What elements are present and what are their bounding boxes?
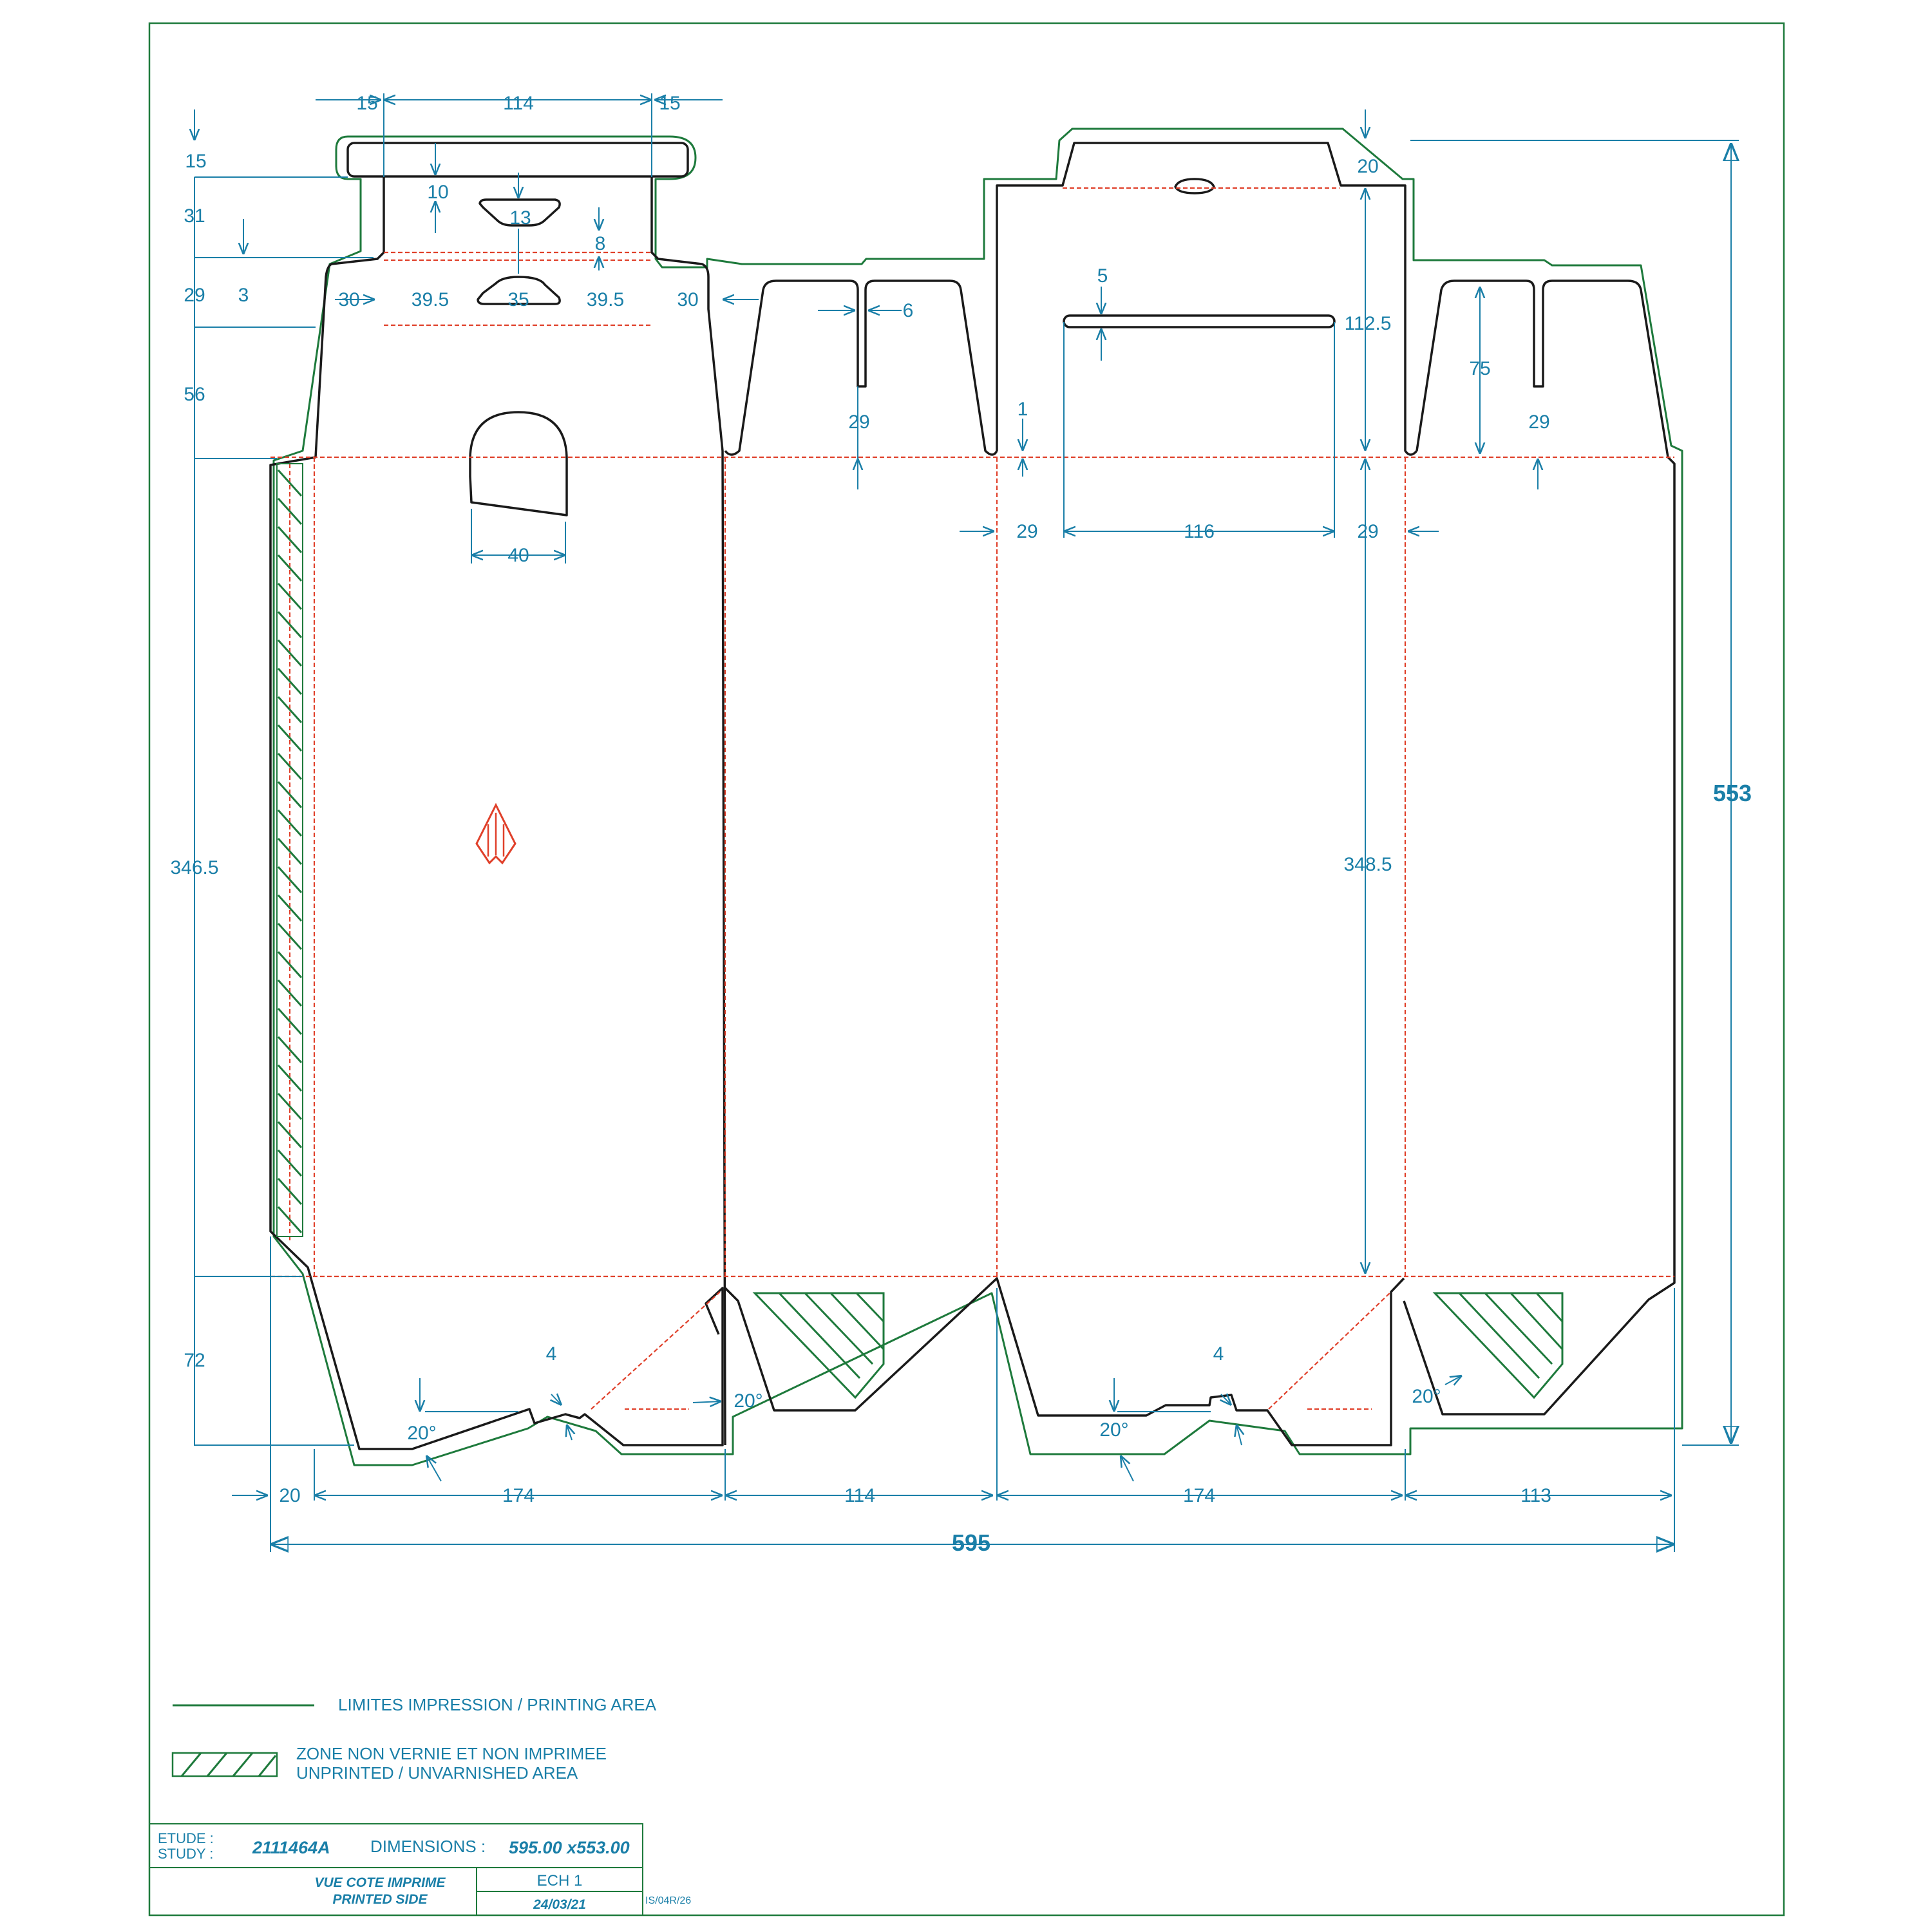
dim-lid-height: 112.5 (1345, 313, 1392, 334)
dim-handle-height: 15 (185, 151, 206, 172)
hatch-line (277, 781, 303, 809)
title-etude-label: ETUDE : (158, 1830, 214, 1846)
title-reference: IS/04R/26 (645, 1895, 691, 1906)
hatch-line (277, 554, 303, 582)
title-dimensions-label: DIMENSIONS : (370, 1837, 486, 1856)
hatch-line (277, 979, 303, 1007)
legend-hatch-swatch (171, 1752, 278, 1777)
dim-top-panel-height: 56 (184, 384, 205, 405)
crease-lines (270, 187, 1674, 1410)
dim-neck-height: 31 (184, 205, 205, 227)
hatch-line (277, 1007, 303, 1036)
title-scale: ECH 1 (537, 1872, 583, 1889)
dim-bottom-height: 72 (184, 1350, 205, 1371)
dim-tab-side-right: 30 (677, 289, 698, 310)
hatch-line (277, 1064, 303, 1092)
dim-handle-hole-gap: 8 (595, 233, 606, 254)
hatch-line (277, 667, 303, 696)
hatch-line (277, 639, 303, 667)
dimension-lines (194, 93, 1739, 1552)
dim-front-height: 346.5 (170, 857, 218, 878)
dim-overall-width: 595 (952, 1530, 990, 1556)
hatch-line (277, 922, 303, 951)
sheet-frame (148, 22, 1785, 1917)
dim-tab-segment-right: 39.5 (587, 289, 624, 310)
dim-handle-hole-top: 10 (427, 182, 448, 203)
unprinted-triangle-2 (1432, 1292, 1564, 1399)
hatch-line (277, 1092, 303, 1121)
dim-overall-height: 553 (1713, 780, 1752, 806)
hatch-line (277, 469, 303, 497)
title-study-label: STUDY : (158, 1846, 213, 1862)
dim-handle-margin-right: 15 (659, 93, 680, 114)
dim-slot-depth-right: 75 (1469, 358, 1490, 379)
dim-slot-depth-right-b: 29 (1528, 412, 1549, 433)
dim-handle-hole-width: 13 (509, 207, 531, 229)
dim-tab-segment-left: 39.5 (412, 289, 449, 310)
dim-lid-slot-height: 5 (1097, 265, 1108, 287)
dim-handle-margin-left: 15 (356, 93, 377, 114)
printing-area-outline (272, 128, 1683, 1466)
hatch-line (277, 1206, 303, 1234)
dim-slot-depth-left: 29 (848, 412, 869, 433)
dim-handle-width: 114 (503, 93, 534, 114)
dim-panel-b: 114 (844, 1485, 875, 1506)
hatch-line (277, 809, 303, 837)
hatch-line (277, 497, 303, 526)
dim-lower-tab-height: 29 (184, 285, 205, 306)
hatch-line (277, 951, 303, 979)
cut-outline (269, 142, 1676, 1450)
hatch-line (277, 611, 303, 639)
hatch-line (277, 526, 303, 554)
title-date: 24/03/21 (533, 1897, 586, 1912)
dim-bottom-tab-right: 4 (1213, 1343, 1224, 1365)
dim-slot-width-left: 6 (903, 300, 914, 321)
grain-direction-icon (475, 802, 516, 865)
dim-back-height: 348.5 (1343, 854, 1392, 875)
hatch-line (277, 1036, 303, 1064)
dim-panel-d: 113 (1520, 1485, 1551, 1506)
hatch-line (277, 1149, 303, 1177)
hatch-line (277, 894, 303, 922)
dim-lid-tab-top: 20 (1357, 156, 1378, 177)
dimension-labels: 15 114 15 15 10 13 8 31 29 3 30 39.5 35 … (170, 93, 1752, 1556)
dim-lid-side-right: 29 (1357, 521, 1378, 542)
hatch-line (277, 724, 303, 752)
legend: LIMITES IMPRESSION / PRINTING AREA ZONE … (171, 1695, 657, 1783)
dim-tab-center: 35 (507, 289, 529, 310)
dim-angle-2: 20° (734, 1390, 762, 1412)
title-block: ETUDE : STUDY : 2111464A DIMENSIONS : 59… (149, 1823, 691, 1916)
hatch-line (277, 1177, 303, 1206)
title-view-line2: PRINTED SIDE (332, 1892, 428, 1907)
dim-lid-slot-width: 116 (1184, 521, 1215, 542)
title-view-line1: VUE COTE IMPRIME (314, 1875, 446, 1890)
hatch-line (277, 696, 303, 724)
title-study-number: 2111464A (252, 1838, 330, 1857)
dim-bottom-tab-left: 4 (546, 1343, 557, 1365)
unprinted-glue-flap (276, 463, 303, 1237)
dim-lid-notch: 1 (1018, 399, 1028, 420)
legend-unprinted-line2: UNPRINTED / UNVARNISHED AREA (296, 1763, 578, 1783)
legend-printing-label: LIMITES IMPRESSION / PRINTING AREA (338, 1695, 657, 1714)
unprinted-triangle-1 (752, 1292, 885, 1399)
hatch-line (277, 1121, 303, 1149)
dim-lid-side-left: 29 (1016, 521, 1037, 542)
dim-neck-offset: 3 (238, 285, 249, 306)
hatch-line (277, 866, 303, 894)
dim-panel-a: 174 (502, 1485, 535, 1506)
dim-angle-3: 20° (1099, 1419, 1128, 1441)
dim-glue-flap: 20 (279, 1485, 300, 1506)
dim-angle-4: 20° (1412, 1386, 1441, 1407)
legend-unprinted-line1: ZONE NON VERNIE ET NON IMPRIMEE (296, 1744, 607, 1763)
hatch-line (277, 582, 303, 611)
dim-window-width: 40 (507, 545, 529, 566)
hatch-line (277, 752, 303, 781)
dim-angle-1: 20° (407, 1423, 436, 1444)
hatch-line (277, 837, 303, 866)
title-dimensions-value: 595.00 x553.00 (509, 1838, 630, 1857)
dim-tab-side-left: 30 (338, 289, 359, 310)
dim-panel-c: 174 (1183, 1485, 1215, 1506)
